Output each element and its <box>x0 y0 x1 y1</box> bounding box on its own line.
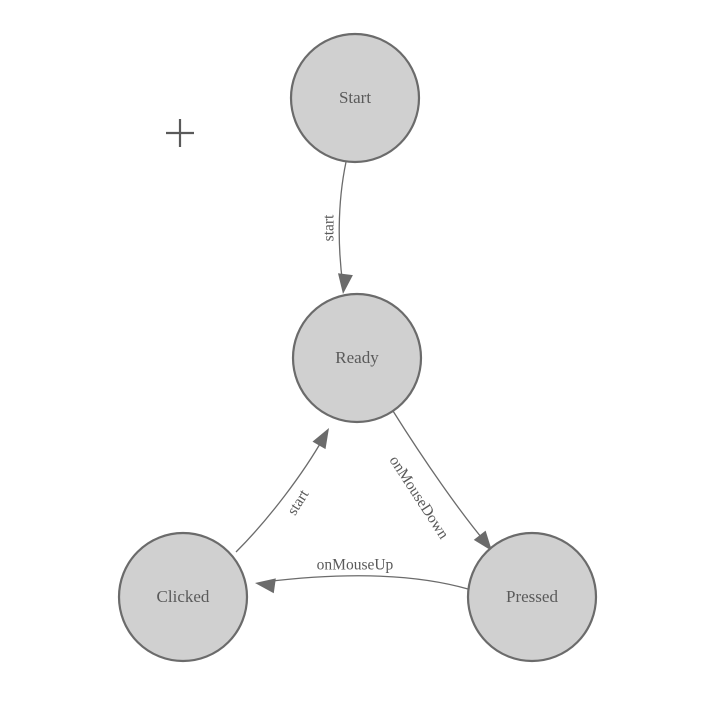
edge-ready-to-pressed[interactable]: onMouseDown <box>386 410 498 556</box>
nodes-layer: Start Ready Clicked Pressed <box>117 32 598 663</box>
edge-start-to-ready[interactable]: start <box>321 161 353 295</box>
node-label-ready: Ready <box>335 348 379 367</box>
edge-label-onmouseup: onMouseUp <box>317 557 394 574</box>
edge-pressed-to-clicked[interactable]: onMouseUp <box>254 557 469 594</box>
arrowhead-pressed-to-clicked <box>255 578 276 594</box>
node-label-pressed: Pressed <box>506 587 558 606</box>
edge-clicked-to-ready[interactable]: start <box>235 424 335 553</box>
node-circle-pressed[interactable] <box>466 531 598 663</box>
edge-label-onmousedown: onMouseDown <box>386 453 452 543</box>
arrowhead-clicked-to-ready <box>312 428 329 450</box>
arrowhead-start-to-ready <box>337 273 353 294</box>
node-start[interactable]: Start <box>289 32 421 164</box>
node-ready[interactable]: Ready <box>291 292 423 424</box>
node-circle-clicked[interactable] <box>117 531 249 663</box>
node-label-clicked: Clicked <box>157 587 210 606</box>
edge-path-ready-to-pressed <box>392 410 487 544</box>
node-pressed[interactable]: Pressed <box>466 531 598 663</box>
markers-layer <box>166 119 194 147</box>
edge-label-start: start <box>321 214 338 241</box>
edge-path-pressed-to-clicked <box>263 575 469 590</box>
node-label-start: Start <box>339 88 371 107</box>
node-circle-ready[interactable] <box>291 292 423 424</box>
edge-path-start-to-ready <box>338 161 347 287</box>
plus-marker-icon <box>166 119 194 147</box>
edge-path-clicked-to-ready <box>235 436 325 553</box>
node-clicked[interactable]: Clicked <box>117 531 249 663</box>
node-circle-start[interactable] <box>289 32 421 164</box>
arrowhead-ready-to-pressed <box>473 530 492 551</box>
